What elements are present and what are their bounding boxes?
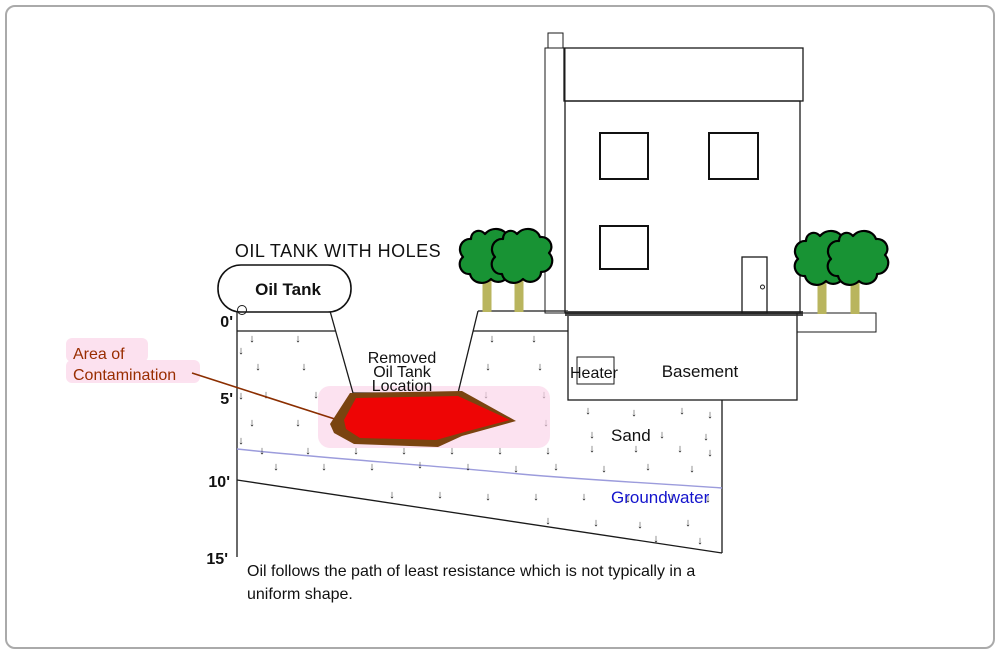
sand-mark-icon: ↓ <box>295 417 301 429</box>
sand-marks: ↓ ↓ ↓ ↓ ↓ ↓ ↓ ↓ ↓ ↓ ↓ ↓ ↓ ↓ ↓ ↓ ↓ ↓ ↓ ↓ ↓ ↓ ↓ ↓ ↓ ↓ ↓ ↓ ↓ ↓ ↓ ↓ ↓ ↓ ↓ ↓ ↓ ↓ ↓ ↓… <box>238 333 713 547</box>
sand-mark-icon: ↓ <box>301 361 307 373</box>
sand-mark-icon: ↓ <box>465 461 471 473</box>
house <box>544 32 804 314</box>
sand-mark-icon: ↓ <box>677 443 683 455</box>
sand-mark-icon: ↓ <box>485 361 491 373</box>
depth-marker-0: 0' <box>220 314 233 331</box>
sand-mark-icon: ↓ <box>633 443 639 455</box>
depth-marker-15: 15' <box>206 551 228 568</box>
sand-mark-icon: ↓ <box>305 445 311 457</box>
groundwater-label: Groundwater <box>611 488 710 507</box>
caption-line1: Oil follows the path of least resistance… <box>247 563 695 580</box>
groundwater-line <box>236 448 723 489</box>
sand-mark-icon: ↓ <box>653 533 659 545</box>
window-upper-right <box>708 132 759 180</box>
sand-mark-icon: ↓ <box>533 491 539 503</box>
sand-mark-icon: ↓ <box>313 389 319 401</box>
sand-mark-icon: ↓ <box>295 333 301 345</box>
sand-mark-icon: ↓ <box>238 390 244 402</box>
sand-mark-icon: ↓ <box>437 489 443 501</box>
sand-mark-icon: ↓ <box>689 463 695 475</box>
window-lower <box>599 225 649 270</box>
sand-mark-icon: ↓ <box>489 333 495 345</box>
sand-mark-icon: ↓ <box>679 405 685 417</box>
sand-mark-icon: ↓ <box>589 429 595 441</box>
door <box>741 256 768 314</box>
sand-mark-icon: ↓ <box>389 489 395 501</box>
sand-mark-icon: ↓ <box>625 493 631 505</box>
heater-box <box>576 356 615 385</box>
sand-mark-icon: ↓ <box>637 519 643 531</box>
window-upper-left <box>599 132 649 180</box>
sand-mark-icon: ↓ <box>449 445 455 457</box>
chimney-cap <box>547 32 564 49</box>
sand-mark-icon: ↓ <box>707 447 713 459</box>
sand-mark-icon: ↓ <box>697 535 703 547</box>
sand-mark-icon: ↓ <box>705 493 711 505</box>
sand-mark-icon: ↓ <box>255 361 261 373</box>
sand-mark-icon: ↓ <box>545 445 551 457</box>
door-knob <box>760 284 765 290</box>
sand-mark-icon: ↓ <box>353 445 359 457</box>
sand-mark-icon: ↓ <box>545 515 551 527</box>
sand-mark-icon: ↓ <box>669 491 675 503</box>
sand-mark-icon: ↓ <box>531 333 537 345</box>
roof <box>563 47 804 102</box>
ground-block-right <box>796 312 877 333</box>
sand-mark-icon: ↓ <box>417 459 423 471</box>
sand-mark-icon: ↓ <box>485 491 491 503</box>
sand-mark-icon: ↓ <box>263 389 269 401</box>
sand-mark-icon: ↓ <box>238 345 244 357</box>
sand-mark-icon: ↓ <box>401 445 407 457</box>
sand-mark-icon: ↓ <box>589 443 595 455</box>
contamination-label-line2: Contamination <box>73 367 176 384</box>
diagram-title: OIL TANK WITH HOLES <box>235 241 441 261</box>
sand-label: Sand <box>611 426 651 445</box>
sand-mark-icon: ↓ <box>659 429 665 441</box>
tank-hole-marker <box>237 305 247 315</box>
contamination-area <box>344 396 510 440</box>
oil-tank-label: Oil Tank <box>255 280 321 299</box>
pit-label-line3: Location <box>372 378 433 395</box>
sand-mark-icon: ↓ <box>249 417 255 429</box>
pit-label-line2: Oil Tank <box>373 364 432 381</box>
image-border <box>5 5 995 649</box>
sand-mark-icon: ↓ <box>369 461 375 473</box>
contamination-pointer-line <box>191 372 342 422</box>
sand-mark-icon: ↓ <box>513 463 519 475</box>
sand-mark-icon: ↓ <box>581 491 587 503</box>
sand-mark-icon: ↓ <box>631 407 637 419</box>
sand-mark-icon: ↓ <box>321 461 327 473</box>
sand-mark-icon: ↓ <box>645 461 651 473</box>
contamination-label-line1: Area of <box>73 346 125 363</box>
sand-mark-icon: ↓ <box>585 405 591 417</box>
heater-label: Heater <box>570 365 619 382</box>
sand-mark-icon: ↓ <box>249 333 255 345</box>
sand-mark-icon: ↓ <box>707 409 713 421</box>
sand-mark-icon: ↓ <box>553 461 559 473</box>
sand-mark-icon: ↓ <box>238 435 244 447</box>
sand-mark-icon: ↓ <box>601 463 607 475</box>
soil-bottom-line <box>236 479 723 554</box>
sand-mark-icon: ↓ <box>497 445 503 457</box>
caption-line2: uniform shape. <box>247 586 353 603</box>
sand-mark-icon: ↓ <box>537 361 543 373</box>
depth-marker-10: 10' <box>208 474 230 491</box>
depth-marker-5: 5' <box>220 391 233 408</box>
sand-mark-icon: ↓ <box>685 517 691 529</box>
sand-mark-icon: ↓ <box>703 431 709 443</box>
sand-mark-icon: ↓ <box>273 461 279 473</box>
oil-tank <box>217 264 352 315</box>
basement-label: Basement <box>662 362 739 381</box>
sand-mark-icon: ↓ <box>593 517 599 529</box>
pit-label-line1: Removed <box>368 350 436 367</box>
sand-mark-icon: ↓ <box>259 445 265 457</box>
